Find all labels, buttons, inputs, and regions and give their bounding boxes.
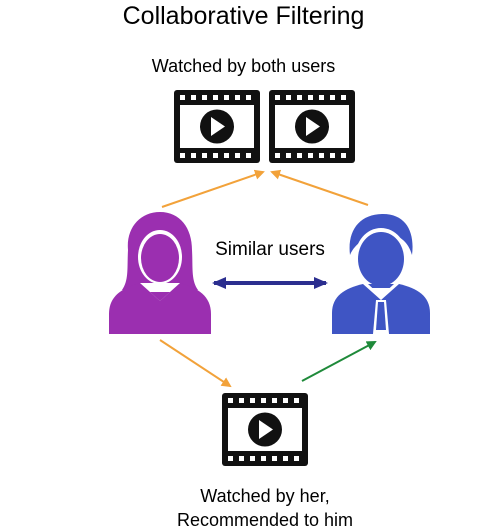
man-to-shared-video-arrow	[270, 169, 369, 206]
recommend-to-man-arrow	[301, 341, 377, 382]
video-film-icon	[269, 90, 355, 163]
man-user-icon	[332, 214, 430, 334]
woman-to-shared-video-arrow	[161, 169, 265, 208]
shared-videos-caption: Watched by both users	[151, 56, 336, 76]
similar-users-label: Similar users	[215, 239, 325, 260]
diagram-title: Collaborative Filtering	[122, 2, 365, 30]
caption-line-recommended: Recommended to him	[176, 510, 354, 530]
video-film-icon	[174, 90, 260, 163]
caption-line-watched: Watched by her,	[200, 486, 330, 506]
recommended-video-caption: Watched by her, Recommended to him	[100, 484, 430, 532]
video-film-icon	[222, 393, 308, 466]
woman-to-video-arrow	[159, 339, 232, 388]
woman-user-icon	[109, 212, 211, 334]
